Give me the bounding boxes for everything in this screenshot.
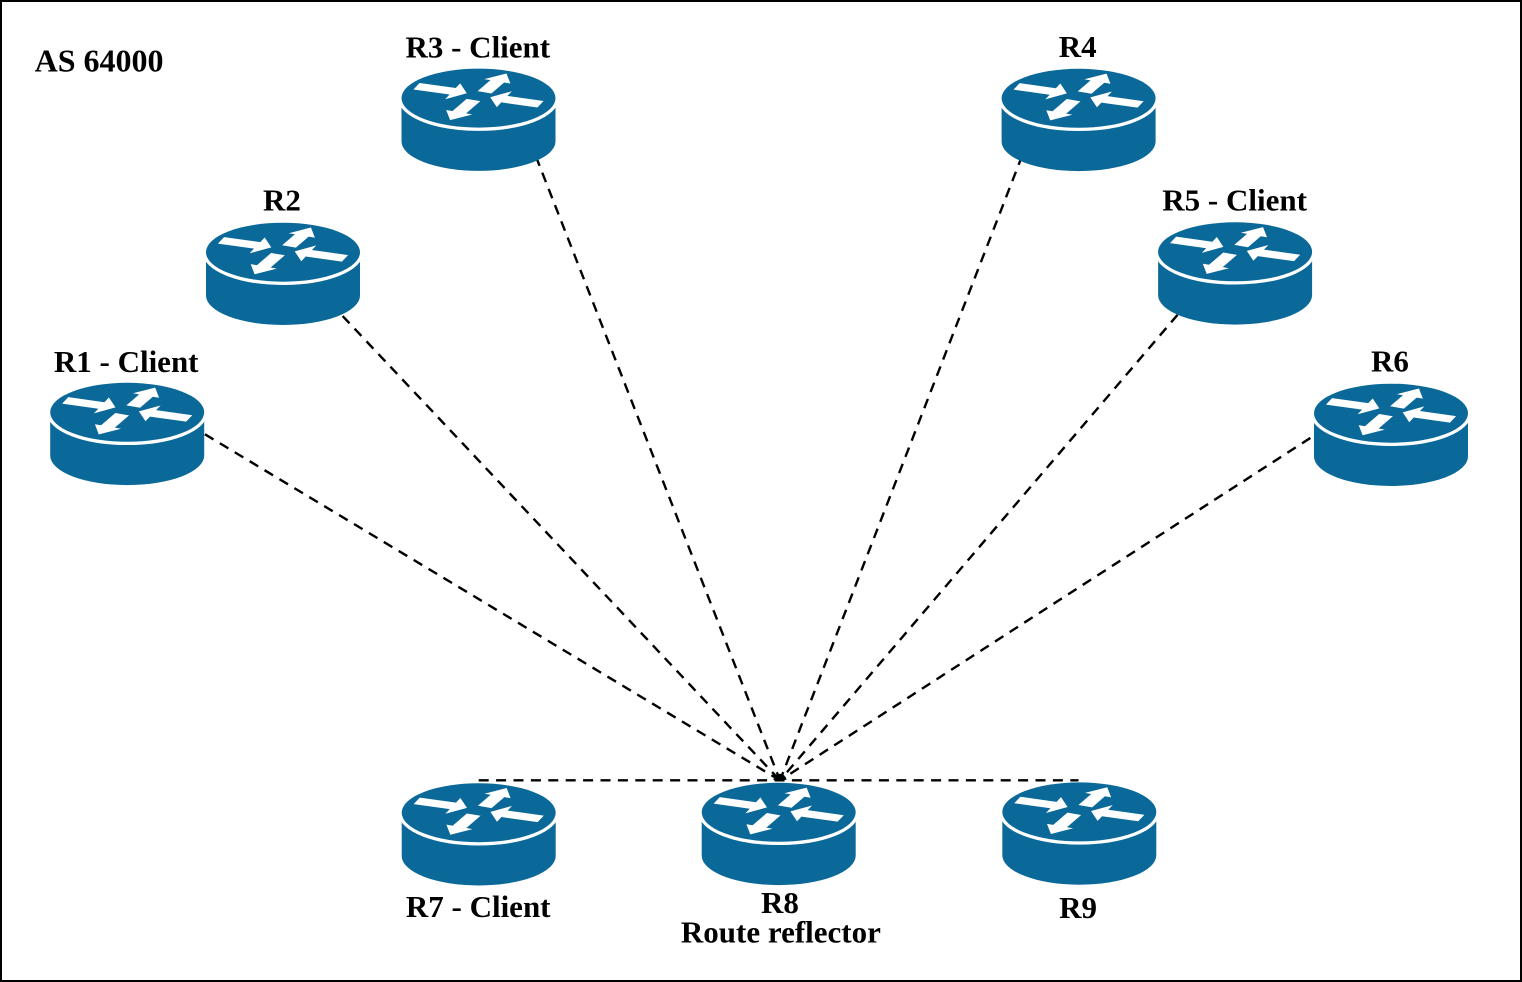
svg-text:R1 - Client: R1 - Client	[54, 344, 199, 379]
svg-text:R5 - Client: R5 - Client	[1162, 183, 1307, 218]
svg-text:R2: R2	[263, 183, 301, 218]
svg-text:R4: R4	[1059, 29, 1097, 64]
svg-text:R8: R8	[761, 885, 799, 920]
svg-text:R9: R9	[1059, 890, 1097, 925]
svg-text:R3 - Client: R3 - Client	[405, 29, 550, 64]
svg-text:Route reflector: Route reflector	[681, 914, 881, 949]
svg-text:R6: R6	[1371, 344, 1409, 379]
svg-text:AS 64000: AS 64000	[35, 43, 164, 79]
svg-text:R7 - Client: R7 - Client	[406, 889, 551, 924]
